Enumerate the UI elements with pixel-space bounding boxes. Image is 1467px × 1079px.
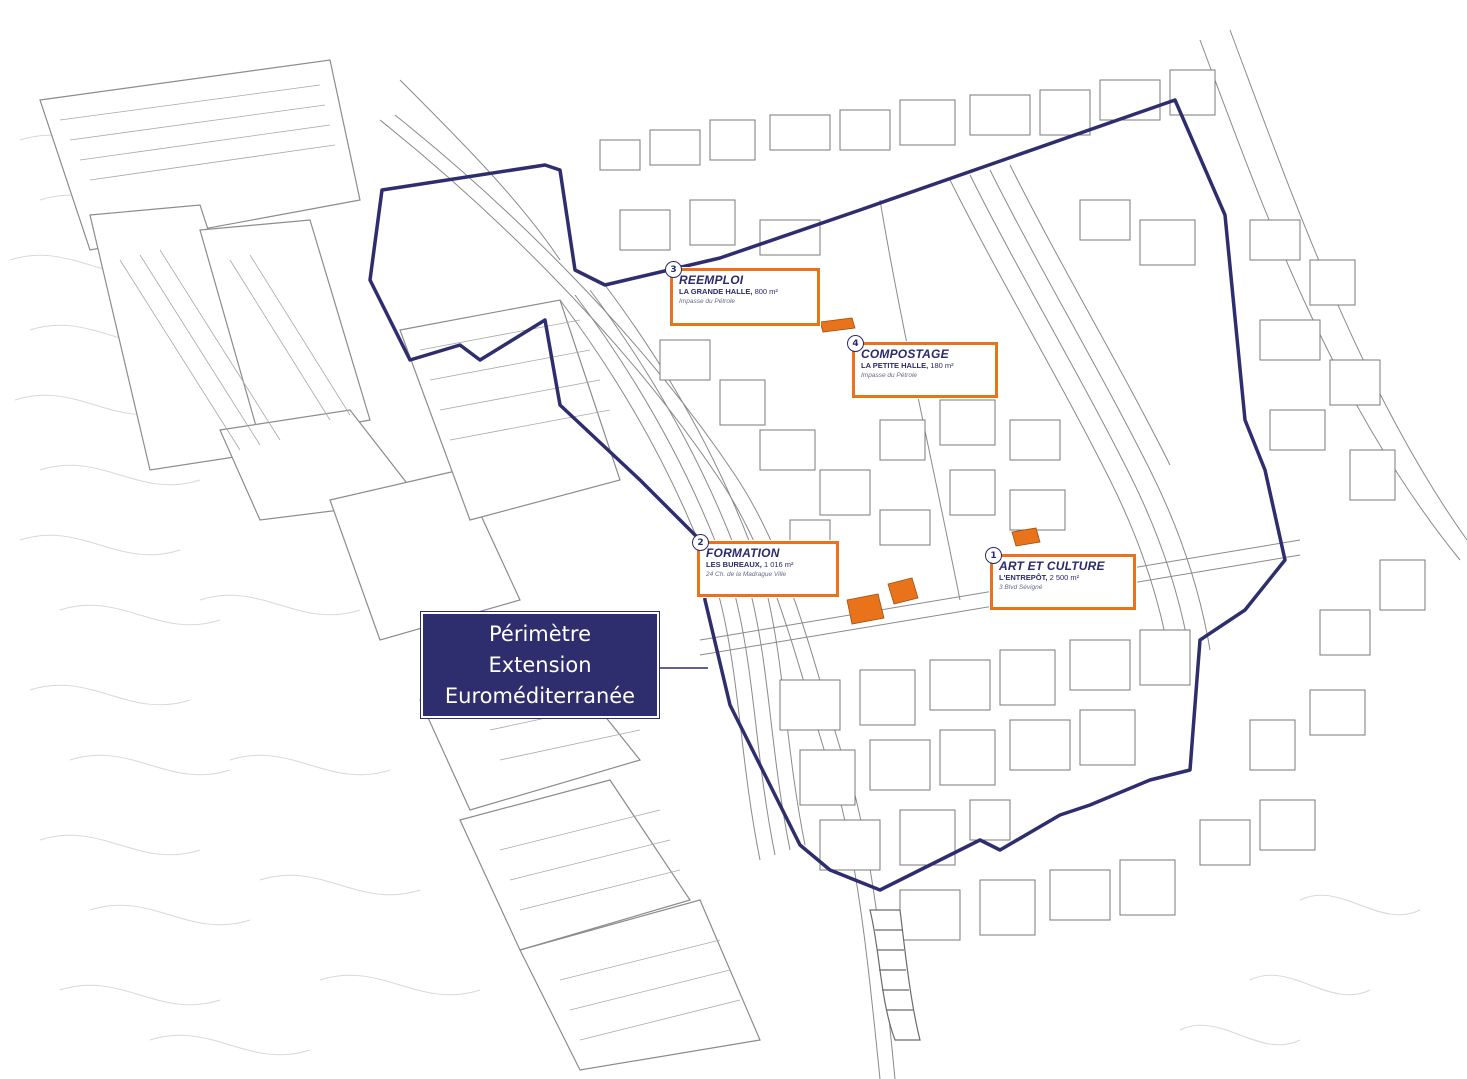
site-building: LA GRANDE HALLE, 800 m² <box>679 287 778 296</box>
site-building: LA PETITE HALLE, 180 m² <box>861 361 954 370</box>
site-number-badge: 4 <box>847 335 864 352</box>
dock-details <box>59 84 741 1041</box>
site-address: 3 Blvd Sévigné <box>999 584 1043 591</box>
site-building: LES BUREAUX, 1 016 m² <box>706 560 794 569</box>
site-address: 24 Ch. de la Madrague Ville <box>706 571 787 578</box>
perimeter-label-line: Extension <box>488 652 592 677</box>
site-callout-formation[interactable]: 2 FORMATION LES BUREAUX, 1 016 m² 24 Ch.… <box>692 534 839 597</box>
perimeter-label-line: Périmètre <box>488 621 591 646</box>
site-callout-compostage[interactable]: 4 COMPOSTAGE LA PETITE HALLE, 180 m² Imp… <box>847 335 998 398</box>
site-callout-reemploi[interactable]: 3 REEMPLOI LA GRANDE HALLE, 800 m² Impas… <box>665 261 820 326</box>
site-building: L'ENTREPÔT, 2 500 m² <box>999 573 1080 582</box>
site-title: FORMATION <box>706 546 780 560</box>
city-blocks <box>599 69 1426 941</box>
perimeter-label-line: Euroméditerranée <box>444 683 636 708</box>
site-title: COMPOSTAGE <box>861 347 949 361</box>
site-number-badge: 1 <box>985 547 1002 564</box>
site-address: Impasse du Pétrole <box>679 298 736 305</box>
site-callout-art-et-culture[interactable]: 1 ART ET CULTURE L'ENTREPÔT, 2 500 m² 3 … <box>985 547 1136 610</box>
site-title: ART ET CULTURE <box>999 559 1105 573</box>
perimeter-label: Périmètre Extension Euroméditerranée <box>421 612 659 718</box>
site-buildings <box>819 317 1041 625</box>
perimeter-outline <box>368 98 1287 892</box>
site-address: Impasse du Pétrole <box>861 372 918 379</box>
sea-texture <box>9 134 1421 1056</box>
site-number-badge: 3 <box>665 261 682 278</box>
site-number-badge: 2 <box>692 534 709 551</box>
tower <box>869 909 921 1041</box>
port-docks <box>39 59 761 1071</box>
site-title: REEMPLOI <box>679 273 744 287</box>
